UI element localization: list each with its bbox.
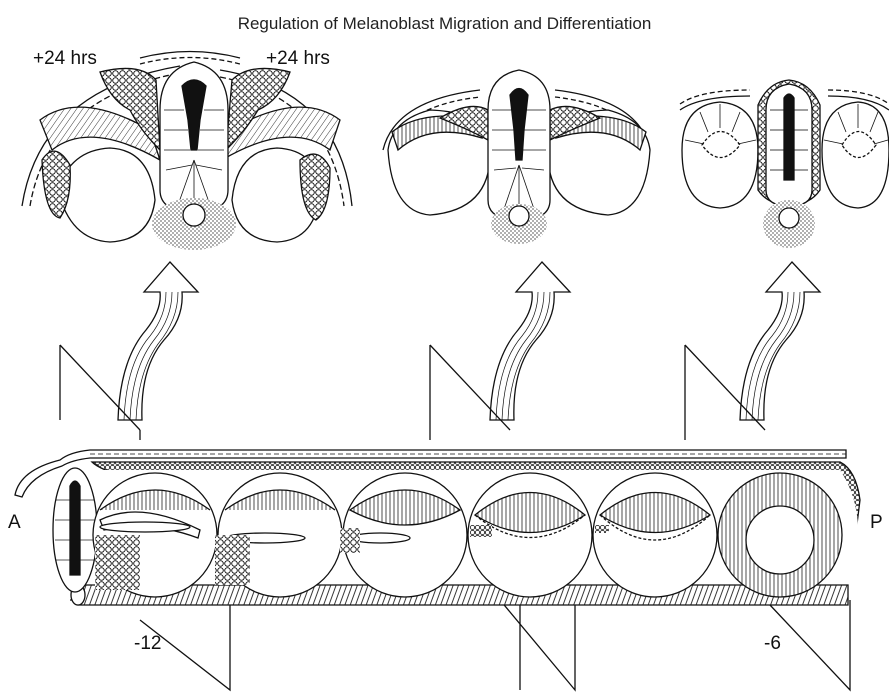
anterior-label: A xyxy=(8,512,21,534)
arrow-right xyxy=(740,262,820,420)
somite-5 xyxy=(593,473,717,597)
neural-canal-early xyxy=(784,94,794,180)
arrows xyxy=(118,262,820,420)
somite-left xyxy=(58,148,155,242)
arrow-left xyxy=(118,262,198,420)
cross-section-early xyxy=(680,80,889,248)
time-label-left: +24 hrs xyxy=(33,48,97,70)
plane-lower-right xyxy=(770,600,850,690)
plane-lower-mid xyxy=(500,600,575,690)
time-label-right: +24 hrs xyxy=(266,48,330,70)
notochord-early xyxy=(779,208,799,228)
neural-tube-canal xyxy=(70,481,80,575)
cross-section-late xyxy=(22,52,352,251)
somite-6 xyxy=(718,473,842,597)
somite-3 xyxy=(343,473,467,597)
stage-label-anterior: -12 xyxy=(134,633,161,655)
stage-label-posterior: -6 xyxy=(764,633,781,655)
notochord-rod xyxy=(78,585,848,605)
notochord-mid xyxy=(509,206,529,226)
cross-section-mid xyxy=(383,70,650,244)
notochord-late xyxy=(183,204,205,226)
arrow-middle xyxy=(490,262,570,420)
posterior-label: P xyxy=(870,512,883,534)
